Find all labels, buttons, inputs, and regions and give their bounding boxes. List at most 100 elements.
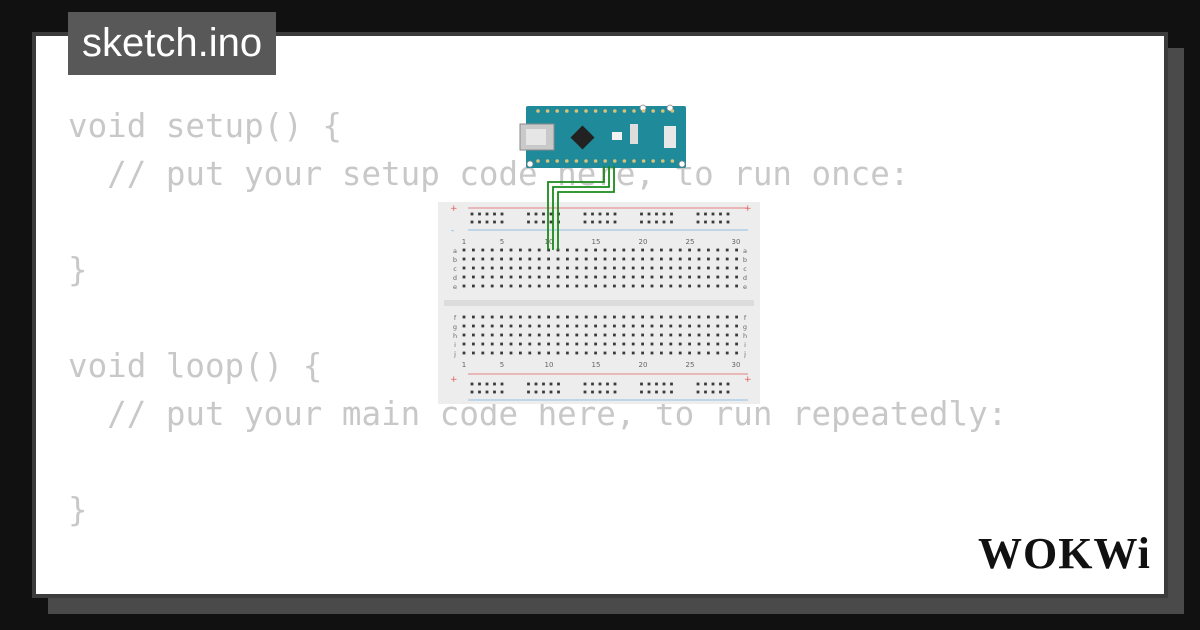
breadboard-hole[interactable] [500, 220, 504, 224]
breadboard-hole[interactable] [481, 351, 485, 355]
breadboard-hole[interactable] [556, 275, 560, 279]
breadboard-hole[interactable] [462, 284, 466, 288]
breadboard-hole[interactable] [509, 257, 513, 261]
breadboard-hole[interactable] [725, 342, 729, 346]
board-pin[interactable] [584, 109, 588, 113]
board-pin[interactable] [593, 109, 598, 113]
breadboard-hole[interactable] [678, 324, 682, 328]
board-pin[interactable] [670, 109, 675, 113]
breadboard-hole[interactable] [537, 324, 541, 328]
board-pin[interactable] [584, 159, 588, 163]
breadboard-hole[interactable] [500, 390, 504, 394]
breadboard-hole[interactable] [549, 212, 553, 216]
breadboard-hole[interactable] [716, 248, 720, 252]
breadboard-hole[interactable] [547, 342, 550, 346]
breadboard-hole[interactable] [716, 315, 720, 319]
breadboard-hole[interactable] [549, 390, 553, 394]
board-pin[interactable] [661, 159, 665, 163]
breadboard-hole[interactable] [470, 220, 474, 224]
board-pin[interactable] [641, 159, 646, 163]
breadboard-hole[interactable] [647, 212, 651, 216]
breadboard-hole[interactable] [490, 333, 494, 337]
code-editor[interactable]: void setup() { // put your setup code he… [68, 102, 1007, 534]
breadboard-hole[interactable] [481, 342, 485, 346]
breadboard-hole[interactable] [726, 212, 730, 216]
breadboard-hole[interactable] [584, 284, 588, 288]
breadboard-hole[interactable] [519, 257, 522, 261]
breadboard-hole[interactable] [688, 324, 691, 328]
breadboard-hole[interactable] [606, 390, 609, 394]
breadboard-hole[interactable] [528, 284, 532, 288]
breadboard-hole[interactable] [613, 315, 616, 319]
breadboard-hole[interactable] [726, 390, 730, 394]
breadboard-hole[interactable] [500, 275, 503, 279]
breadboard-hole[interactable] [556, 333, 560, 337]
breadboard-hole[interactable] [500, 342, 503, 346]
breadboard-hole[interactable] [528, 257, 532, 261]
breadboard-hole[interactable] [556, 351, 560, 355]
breadboard-hole[interactable] [537, 275, 541, 279]
breadboard-hole[interactable] [462, 324, 466, 328]
breadboard-hole[interactable] [704, 212, 707, 216]
breadboard-hole[interactable] [606, 382, 609, 386]
breadboard-hole[interactable] [669, 324, 673, 328]
breadboard-hole[interactable] [537, 248, 541, 252]
breadboard-hole[interactable] [622, 351, 626, 355]
board-pin[interactable] [670, 159, 675, 163]
breadboard-hole[interactable] [662, 382, 666, 386]
breadboard-hole[interactable] [509, 324, 513, 328]
breadboard-hole[interactable] [472, 315, 475, 319]
breadboard-hole[interactable] [711, 212, 715, 216]
breadboard-hole[interactable] [641, 324, 644, 328]
breadboard-hole[interactable] [725, 324, 729, 328]
breadboard-hole[interactable] [631, 342, 635, 346]
breadboard-hole[interactable] [547, 284, 550, 288]
breadboard-hole[interactable] [688, 333, 691, 337]
breadboard-hole[interactable] [481, 266, 485, 270]
breadboard-hole[interactable] [688, 315, 691, 319]
breadboard-hole[interactable] [598, 220, 602, 224]
breadboard-hole[interactable] [462, 275, 466, 279]
breadboard-hole[interactable] [519, 324, 522, 328]
breadboard-hole[interactable] [519, 248, 522, 252]
breadboard-hole[interactable] [688, 248, 691, 252]
breadboard-hole[interactable] [547, 257, 550, 261]
breadboard-hole[interactable] [594, 315, 597, 319]
breadboard-hole[interactable] [481, 257, 485, 261]
breadboard-hole[interactable] [481, 324, 485, 328]
breadboard-hole[interactable] [613, 275, 616, 279]
breadboard-hole[interactable] [707, 275, 710, 279]
breadboard-hole[interactable] [641, 266, 644, 270]
breadboard-hole[interactable] [631, 324, 635, 328]
breadboard-hole[interactable] [557, 390, 560, 394]
breadboard-hole[interactable] [591, 212, 594, 216]
breadboard-hole[interactable] [470, 382, 474, 386]
breadboard-hole[interactable] [566, 284, 569, 288]
breadboard-hole[interactable] [534, 382, 538, 386]
breadboard-hole[interactable] [534, 220, 538, 224]
breadboard-hole[interactable] [528, 351, 532, 355]
breadboard-hole[interactable] [641, 351, 644, 355]
breadboard-hole[interactable] [547, 324, 550, 328]
breadboard-hole[interactable] [603, 266, 607, 270]
breadboard-hole[interactable] [575, 266, 579, 270]
breadboard-hole[interactable] [547, 351, 550, 355]
board-pin[interactable] [555, 109, 559, 113]
breadboard-hole[interactable] [583, 382, 587, 386]
breadboard-hole[interactable] [707, 248, 710, 252]
breadboard-hole[interactable] [549, 220, 553, 224]
breadboard-hole[interactable] [556, 257, 560, 261]
breadboard-hole[interactable] [462, 257, 466, 261]
wokwi-logo-icon[interactable]: WOKWi [976, 526, 1152, 578]
breadboard-hole[interactable] [462, 333, 466, 337]
breadboard-hole[interactable] [598, 390, 602, 394]
breadboard-hole[interactable] [528, 333, 532, 337]
breadboard-hole[interactable] [594, 351, 597, 355]
breadboard-hole[interactable] [603, 351, 607, 355]
breadboard-hole[interactable] [650, 351, 654, 355]
breadboard-hole[interactable] [528, 275, 532, 279]
breadboard-hole[interactable] [613, 342, 616, 346]
breadboard-hole[interactable] [647, 220, 651, 224]
breadboard-hole[interactable] [547, 275, 550, 279]
breadboard-hole[interactable] [591, 390, 594, 394]
